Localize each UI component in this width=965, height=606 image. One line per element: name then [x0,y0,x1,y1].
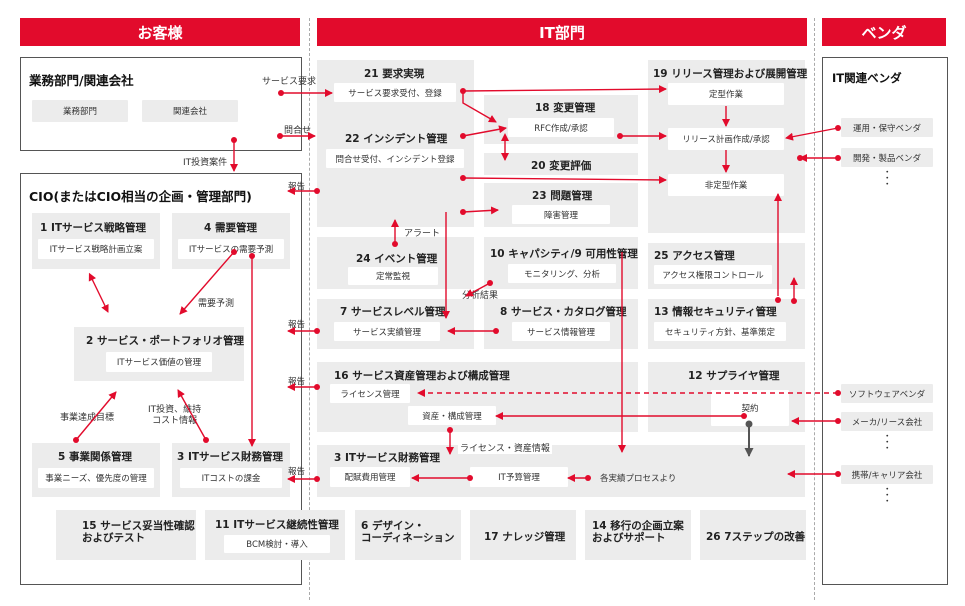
box-19-sub2: リリース計画作成/承認 [668,128,784,150]
box-3b-sub2: IT予算管理 [470,467,568,487]
header-vendor: ベンダ [822,18,946,46]
box-17-knowledge [470,510,576,560]
dev-vendor: 開発・製品ベンダ [841,148,933,167]
vendor-title: IT関連ベンダ [832,71,902,85]
box-8-sub: サービス情報管理 [512,322,610,341]
label-service-request: サービス要求 [262,77,317,87]
label-analysis: 分析結果 [462,291,499,301]
box-7-title: 7 サービスレベル管理 [340,306,446,318]
box-23-sub: 障害管理 [512,205,610,224]
box-22-title: 22 インシデント管理 [345,133,448,145]
label-it-invest-cost: IT投資、維持 コスト情報 [148,405,202,426]
box-7-sub: サービス実績管理 [334,322,440,341]
box-18-sub: RFC作成/承認 [508,118,614,137]
business-title: 業務部門/関連会社 [29,73,134,88]
ops-vendor: 運用・保守ベンダ [841,118,933,137]
box-13-title: 13 情報セキュリティ管理 [654,306,777,318]
affiliate-unit: 関連会社 [142,100,238,122]
box-23-title: 23 問題管理 [532,190,593,202]
label-report-3: 報告 [288,377,306,387]
box-25-sub: アクセス権限コントロール [654,265,772,284]
box-1-sub: ITサービス戦略計画立案 [38,239,154,259]
box-21-sub: サービス要求受付、登録 [334,83,456,102]
box-11-sub: BCM検討・導入 [224,535,330,553]
box-2-sub: ITサービス価値の管理 [106,352,212,372]
box-14-transition [585,510,691,560]
box-22-sub: 問合せ受付、インシデント登録 [326,149,464,168]
box-24-sub: 定常監視 [348,267,438,285]
box-4-title: 4 需要管理 [204,222,257,234]
box-3b-title: 3 ITサービス財務管理 [334,452,441,464]
box-25-title: 25 アクセス管理 [654,250,735,262]
box-3b-note: 各実績プロセスより [600,474,677,484]
box-16-title: 16 サービス資産管理および構成管理 [334,370,510,382]
label-demand-forecast: 需要予測 [198,299,235,309]
box-24-title: 24 イベント管理 [356,253,438,265]
box-16-sub2: 資産・構成管理 [408,406,496,425]
separator-left [309,18,310,600]
box-15-title: 15 サービス妥当性確認 およびテスト [82,520,195,544]
label-report-2: 報告 [288,320,306,330]
label-inquiry: 問合せ [284,126,312,136]
label-business-goal: 事業達成目標 [60,413,115,423]
carrier-vendor: 携帯/キャリア会社 [841,465,933,484]
software-vendor: ソフトウェアベンダ [841,384,933,403]
vendor-panel [822,57,948,585]
box-15-validation [56,510,196,560]
box-10-title: 10 キャパシティ/9 可用性管理 [490,248,638,260]
header-it: IT部門 [317,18,807,46]
box-8-title: 8 サービス・カタログ管理 [500,306,627,318]
box-17-title: 17 ナレッジ管理 [484,531,566,543]
vendor-ellipsis-2: ・ ・ ・ [883,432,892,454]
box-12-title: 12 サプライヤ管理 [688,370,780,382]
box-26-improvement [700,510,806,560]
box-6-title: 6 デザイン・ コーディネーション [361,520,455,544]
vendor-ellipsis-3: ・ ・ ・ [883,485,892,507]
box-3a-title: 3 ITサービス財務管理 [177,451,284,463]
box-13-sub: セキュリティ方針、基準策定 [654,322,786,341]
box-20-title: 20 変更評価 [531,160,592,172]
box-2-title: 2 サービス・ポートフォリオ管理 [86,335,244,347]
box-10-sub: モニタリング、分析 [508,264,616,283]
cio-title: CIO(またはCIO相当の企画・管理部門) [29,189,252,204]
label-alert: アラート [404,229,441,239]
label-it-investment: IT投資案件 [183,158,228,168]
box-12-sub: 契約 [711,390,789,426]
box-19-title: 19 リリース管理および展開管理 [653,68,808,80]
box-5-sub: 事業ニーズ、優先度の管理 [38,468,154,488]
box-14-title: 14 移行の企画立案 およびサポート [592,520,684,544]
box-21-title: 21 要求実現 [364,68,425,80]
box-18-title: 18 変更管理 [535,102,596,114]
box-20-change-eval [484,153,638,175]
box-3b-sub1: 配賦費用管理 [330,467,410,487]
vendor-ellipsis-1: ・ ・ ・ [883,168,892,190]
box-6-design [355,510,461,560]
box-5-title: 5 事業関係管理 [58,451,132,463]
box-3a-sub: ITコストの課金 [180,468,282,488]
box-11-title: 11 ITサービス継続性管理 [215,519,339,531]
business-unit: 業務部門 [32,100,128,122]
label-report-1: 報告 [288,182,306,192]
header-customer: お客様 [20,18,300,46]
box-19-sub1: 定型作業 [668,83,784,105]
box-19-sub3: 非定型作業 [668,174,784,196]
box-26-title: 26 7ステップの改善 [706,531,806,543]
separator-right [814,18,815,600]
label-report-4: 報告 [288,467,306,477]
box-16-sub1: ライセンス管理 [330,384,410,403]
maker-vendor: メーカ/リース会社 [841,412,933,431]
box-1-title: 1 ITサービス戦略管理 [40,222,147,234]
label-license-info: ライセンス・資産情報 [458,441,552,454]
box-4-sub: ITサービスの需要予測 [178,239,284,259]
